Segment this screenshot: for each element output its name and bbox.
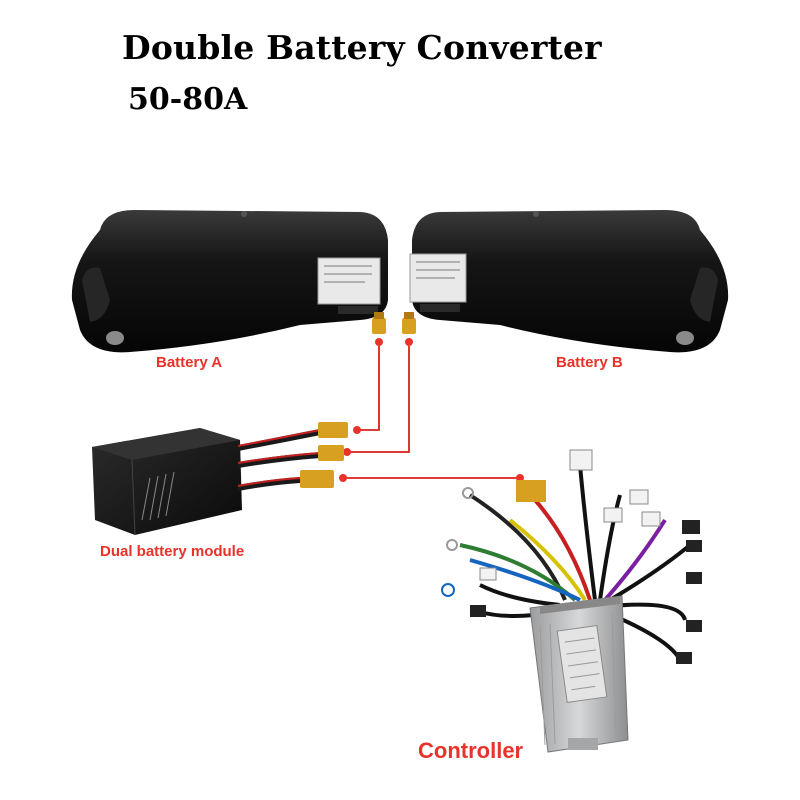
controller-plugs: [441, 449, 702, 664]
module-input-connector-a: [318, 422, 348, 438]
module-label: Dual battery module: [100, 543, 245, 560]
battery-a-xt60-connector: [372, 312, 386, 346]
connection-lines: [343, 346, 520, 479]
diagram-title: Double Battery Converter: [122, 28, 602, 67]
battery-a-label: Battery A: [156, 354, 223, 371]
diagram-subtitle: 50-80A: [128, 82, 248, 117]
battery-b: [409, 210, 729, 353]
junction-dot: [343, 448, 351, 456]
junction-dot: [339, 474, 347, 482]
battery-b-xt60-connector: [402, 312, 416, 346]
controller-unit: [529, 595, 629, 753]
dual-battery-module: [92, 422, 348, 536]
battery-a-label-sticker: [317, 257, 381, 305]
battery-b-label: Battery B: [556, 354, 623, 371]
battery-a: [71, 210, 388, 353]
module-output-connector: [300, 470, 334, 488]
module-input-connector-b: [318, 445, 344, 461]
controller-label: Controller: [418, 738, 524, 763]
controller-wire-harness: [459, 464, 692, 662]
junction-dot: [353, 426, 361, 434]
